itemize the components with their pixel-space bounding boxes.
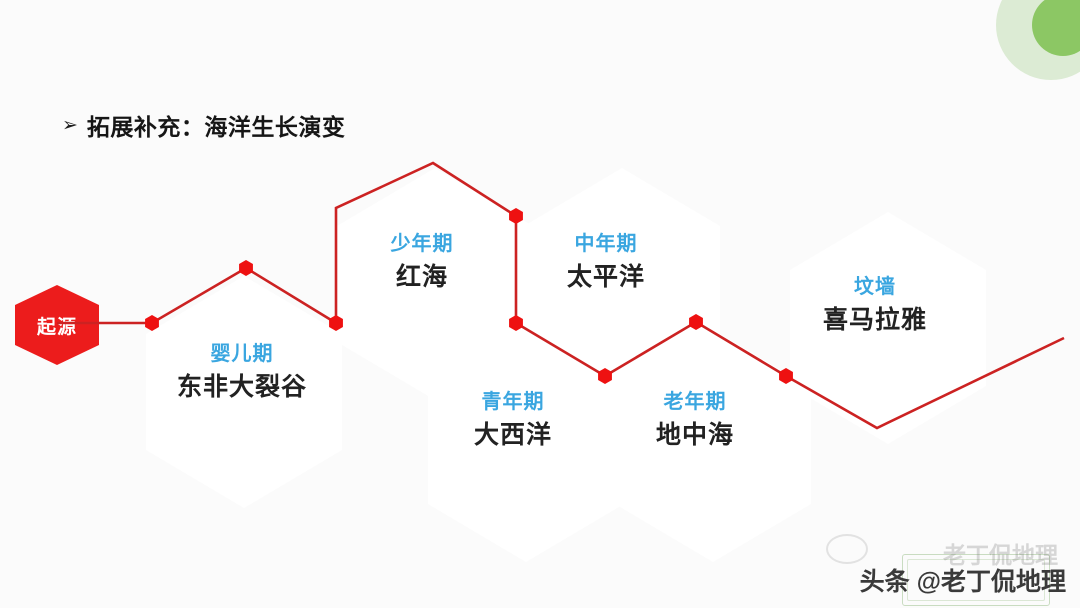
stage-label-old-age: 老年期 地中海 <box>585 390 805 452</box>
stage-name-text: 喜马拉雅 <box>822 306 927 334</box>
stage-period-text: 老年期 <box>663 391 727 413</box>
timeline-node-marker <box>598 368 612 384</box>
stage-period-text: 婴儿期 <box>210 343 274 365</box>
stage-name-text: 红海 <box>395 263 448 291</box>
background-hexagon-2 <box>337 168 533 400</box>
background-hexagon-6 <box>790 212 986 444</box>
timeline-node-marker <box>145 315 159 331</box>
background-hexagon-4 <box>428 330 624 562</box>
stage-label-tomb: 坟墙 喜马拉雅 <box>765 275 985 337</box>
stage-label-adolescence: 少年期 红海 <box>312 232 532 294</box>
stage-period-text: 青年期 <box>481 391 545 413</box>
bullet-arrow-icon: ➢ <box>62 114 78 136</box>
timeline-node-marker <box>509 208 523 224</box>
watermark-stamp-inner-box <box>907 559 1045 601</box>
stage-name-text: 地中海 <box>655 421 734 449</box>
timeline-path <box>57 161 1065 430</box>
stage-period-text: 少年期 <box>390 233 454 255</box>
stage-period-text: 坟墙 <box>854 276 896 298</box>
background-hexagon-3 <box>524 168 720 400</box>
timeline-node-marker <box>689 314 703 330</box>
watermark-ghost-circle <box>826 534 868 564</box>
background-hexagon-1 <box>146 276 342 508</box>
watermark-text: 头条 @老丁侃地理 <box>859 568 1066 596</box>
page-title: ➢ 拓展补充：海洋生长演变 <box>62 108 345 142</box>
stage-label-middle-age: 中年期 太平洋 <box>496 232 716 294</box>
page-title-text: 拓展补充：海洋生长演变 <box>86 114 346 140</box>
stage-label-youth: 青年期 大西洋 <box>403 390 623 452</box>
stage-period-text: 中年期 <box>574 233 638 255</box>
stage-name-text: 大西洋 <box>473 421 552 449</box>
watermark-ghost-text: 老丁侃地理 <box>943 542 1058 568</box>
stage-name-text: 东非大裂谷 <box>176 373 307 401</box>
timeline-node-marker <box>329 315 343 331</box>
timeline-node-marker <box>239 260 253 276</box>
watermark-stamp-box <box>902 554 1050 606</box>
background-hexagon-5 <box>615 330 811 562</box>
origin-label: 起源 <box>36 316 77 338</box>
origin-hexagon: 起源 <box>15 285 99 365</box>
timeline-node-marker <box>509 315 523 331</box>
stage-label-infancy: 婴儿期 东非大裂谷 <box>132 342 352 404</box>
timeline-node-marker <box>779 368 793 384</box>
stage-name-text: 太平洋 <box>566 263 645 291</box>
decorative-circle-outer <box>996 0 1080 80</box>
decorative-circle-inner <box>1032 0 1080 56</box>
